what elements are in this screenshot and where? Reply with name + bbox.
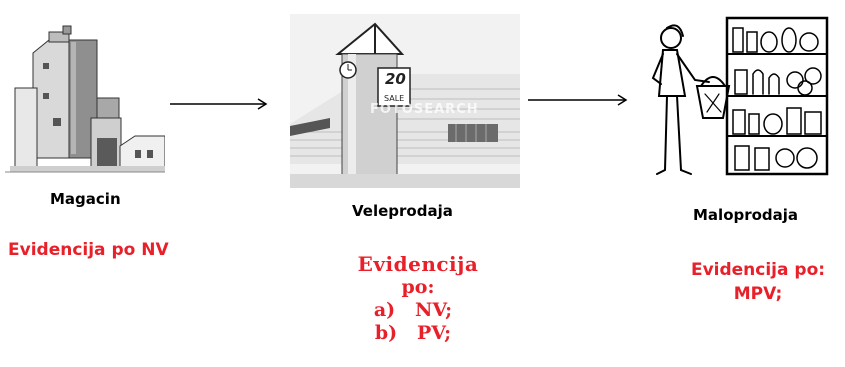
- wholesale-evidence-item-b: b) PV;: [374, 322, 452, 344]
- wholesale-evidence-item-a: a) NV;: [373, 299, 453, 321]
- warehouse-illustration: [5, 18, 166, 178]
- stage-label-warehouse: Magacin: [50, 190, 121, 208]
- wholesale-evidence: Evidencija po: a) NV; b) PV;: [338, 253, 498, 345]
- retail-shopper-illustration: [645, 14, 830, 180]
- stage-label-wholesale: Veleprodaja: [352, 202, 453, 220]
- stage-label-retail: Maloprodaja: [693, 206, 799, 224]
- wholesale-evidence-sub: po:: [401, 276, 435, 298]
- retail-evidence-line1: Evidencija po:: [690, 260, 826, 280]
- sale-sign-text: SALE: [384, 94, 405, 103]
- arrow-right-icon: [528, 92, 630, 108]
- sale-sign-number: 20: [385, 70, 406, 88]
- arrow-right-icon: [170, 96, 270, 112]
- wholesale-evidence-title: Evidencija: [357, 252, 479, 276]
- watermark: FOTOSEARCH: [370, 102, 479, 117]
- retail-evidence-line2: MPV;: [733, 284, 783, 304]
- wholesale-store-illustration: 20 SALE FOTOSEARCH: [290, 14, 520, 188]
- warehouse-evidence: Evidencija po NV: [8, 240, 169, 260]
- retail-evidence: Evidencija po: MPV;: [658, 258, 845, 306]
